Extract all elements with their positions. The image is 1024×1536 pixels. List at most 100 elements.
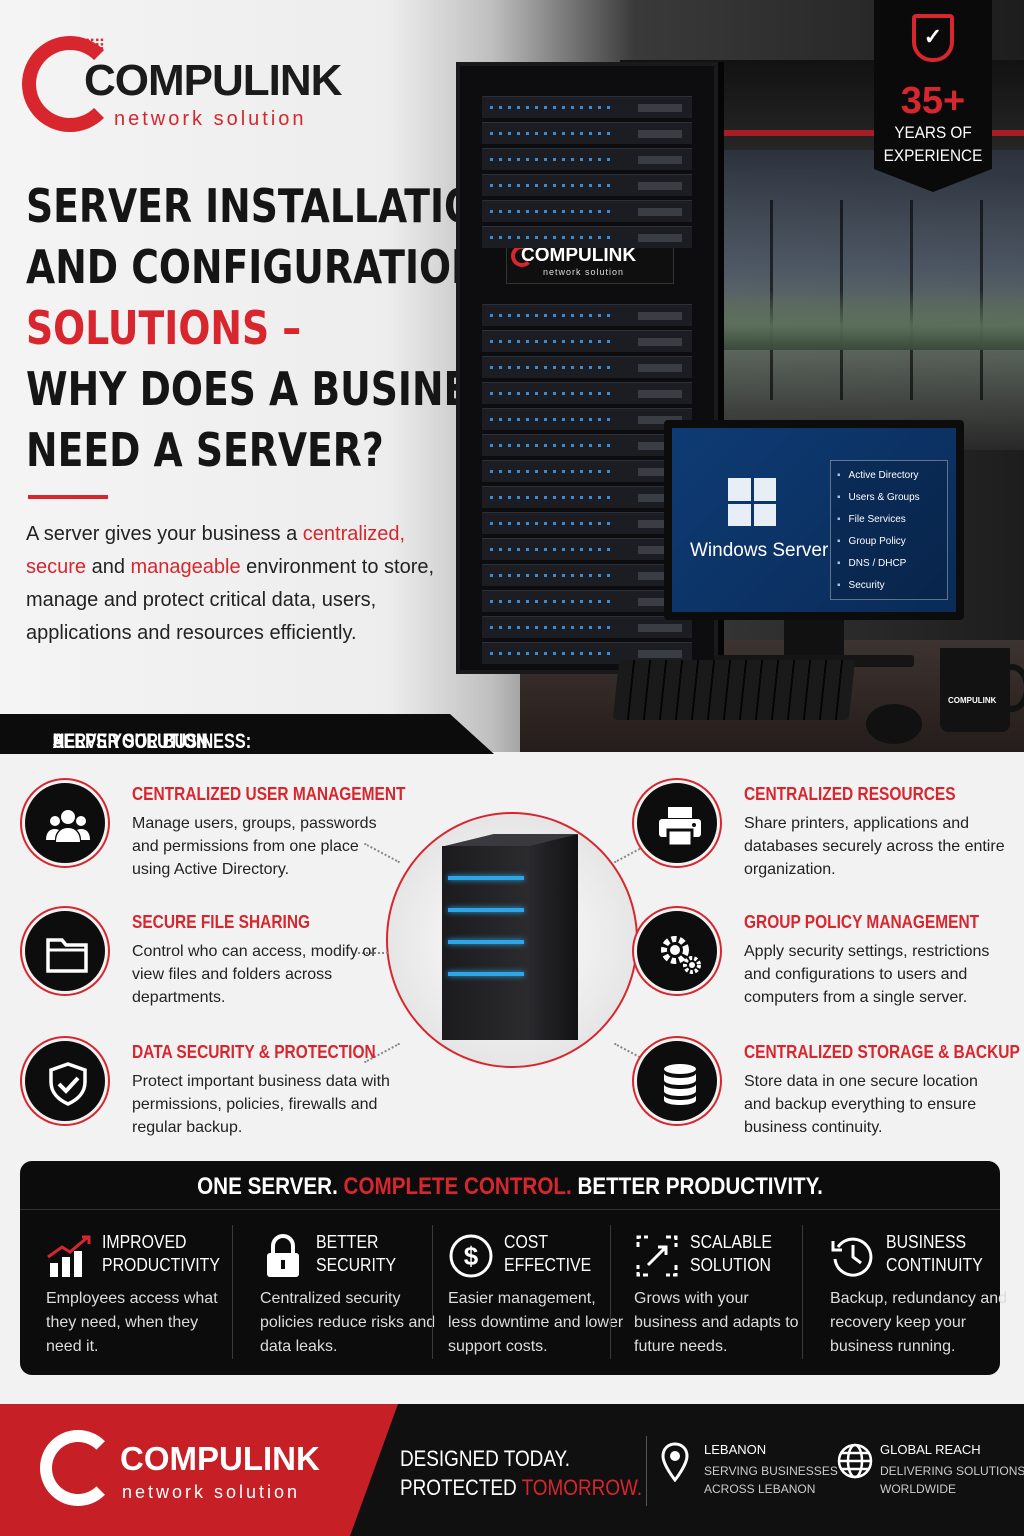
location-sub-1: DELIVERING SOLUTIONS — [880, 1464, 1024, 1478]
rack-unit — [482, 564, 692, 586]
page-title: SERVER INSTALLATION AND CONFIGURATION SO… — [26, 176, 522, 481]
server-manager-menu: Active Directory Users & Groups File Ser… — [830, 460, 948, 600]
hero-section: ⠿⠿ COMPULINK network solution SERVER INS… — [0, 0, 1024, 752]
rack-unit — [482, 330, 692, 352]
server-rack-image: COMPULINK network solution — [456, 62, 718, 674]
rack-unit — [482, 304, 692, 326]
rack-unit — [482, 642, 692, 664]
benefit-title: SCALABLE SOLUTION — [690, 1231, 772, 1277]
monitor-stand — [784, 620, 844, 660]
banner-pre: A — [52, 730, 65, 753]
intro-highlight-secure: secure — [26, 556, 87, 578]
brand-name: COMPULINK — [84, 56, 342, 105]
title-divider — [28, 495, 108, 499]
feature-text: Apply security settings, restrictions an… — [744, 943, 990, 1006]
brand-tagline: network solution — [114, 108, 307, 130]
mug-image: COMPULINK — [940, 648, 1024, 732]
location-lebanon: LEBANON SERVING BUSINESSES ACROSS LEBANO… — [660, 1440, 838, 1510]
feature-text: Protect important business data with per… — [132, 1073, 390, 1136]
padlock-icon — [267, 1234, 299, 1277]
feature-text: Share printers, applications and databas… — [744, 815, 1005, 878]
title-line-4: WHY DOES A BUSINESS — [26, 362, 522, 416]
menu-item: DNS / DHCP — [837, 553, 941, 575]
users-icon — [22, 780, 108, 866]
title-line-1: SERVER INSTALLATION — [26, 179, 508, 233]
tower-led — [448, 940, 524, 944]
tower-led — [448, 908, 524, 912]
database-icon — [634, 1038, 720, 1124]
tower-led — [448, 876, 524, 880]
benefits-rule — [20, 1209, 1000, 1210]
shield-check-icon — [22, 1038, 108, 1124]
benefit-productivity: IMPROVED PRODUCTIVITY Employees access wh… — [40, 1221, 230, 1361]
footer-logo-c-mark — [40, 1430, 116, 1506]
footer-logo: COMPULINK network solution — [40, 1430, 340, 1510]
benefit-title-l1: SCALABLE — [690, 1232, 772, 1252]
benefit-title-l2: SOLUTION — [690, 1255, 771, 1275]
menu-item: Active Directory — [837, 465, 941, 487]
rack-unit — [482, 356, 692, 378]
menu-item: Group Policy — [837, 531, 941, 553]
rack-unit — [482, 200, 692, 222]
menu-item: Users & Groups — [837, 487, 941, 509]
footer-brand-tagline: network solution — [122, 1482, 301, 1502]
benefit-text: Centralized security policies reduce ris… — [260, 1290, 436, 1355]
feature-group-policy: GROUP POLICY MANAGEMENT Apply security s… — [634, 908, 1014, 1028]
years-label-1: YEARS OF — [894, 123, 972, 142]
connector-line — [358, 952, 388, 954]
benefit-separator — [432, 1225, 433, 1359]
benefit-scalable: SCALABLE SOLUTION Grows with your busines… — [628, 1221, 818, 1361]
feature-storage-backup: CENTRALIZED STORAGE & BACKUP Store data … — [634, 1038, 1020, 1158]
title-line-5: NEED A SERVER? — [26, 423, 384, 477]
history-icon — [831, 1237, 873, 1277]
feature-title: GROUP POLICY MANAGEMENT — [744, 912, 980, 932]
benefit-title-l2: PRODUCTIVITY — [102, 1255, 220, 1275]
rack-unit — [482, 382, 692, 404]
footer: COMPULINK network solution DESIGNED TODA… — [0, 1404, 1024, 1536]
location-sub-2: ACROSS LEBANON — [704, 1482, 816, 1496]
benefit-separator — [802, 1225, 803, 1359]
gears-icon — [634, 908, 720, 994]
benefit-title-l2: EFFECTIVE — [504, 1255, 592, 1275]
title-line-2: AND CONFIGURATION — [26, 240, 483, 294]
location-title: LEBANON — [704, 1442, 767, 1457]
experience-badge-bg — [874, 0, 992, 192]
menu-item: File Services — [837, 509, 941, 531]
feature-title: CENTRALIZED RESOURCES — [744, 784, 956, 804]
feature-file-sharing: SECURE FILE SHARING Control who can acce… — [22, 908, 402, 1028]
years-number: 35+ — [900, 80, 966, 122]
feature-data-security: DATA SECURITY & PROTECTION Protect impor… — [22, 1038, 402, 1158]
windows-logo-icon — [728, 478, 776, 526]
benefit-separator — [232, 1225, 233, 1359]
feature-resources: CENTRALIZED RESOURCES Share printers, ap… — [634, 780, 1014, 900]
rack-unit — [482, 96, 692, 118]
benefit-title-l1: IMPROVED — [102, 1232, 187, 1252]
tower-server-image — [442, 834, 578, 1040]
menu-item: Security — [837, 575, 941, 597]
benefit-text: Grows with your business and adapts to f… — [634, 1290, 799, 1355]
rack-unit — [482, 512, 692, 534]
svg-text:$: $ — [464, 1241, 479, 1271]
years-label-2: EXPERIENCE — [883, 146, 983, 165]
footer-separator — [646, 1436, 647, 1506]
benefits-title-pre: ONE SERVER. — [197, 1173, 344, 1200]
feature-title: CENTRALIZED STORAGE & BACKUP — [744, 1042, 1020, 1062]
logo-dots: ⠿⠿ — [84, 38, 105, 55]
growth-chart-icon — [47, 1235, 91, 1277]
brand-logo: ⠿⠿ COMPULINK network solution — [22, 36, 352, 136]
benefits-title-post: BETTER PRODUCTIVITY. — [571, 1173, 823, 1200]
benefit-title-l1: BETTER — [316, 1232, 379, 1252]
rack-unit — [482, 486, 692, 508]
monitor-image: Windows Server Active Directory Users & … — [664, 420, 964, 667]
location-global: GLOBAL REACH DELIVERING SOLUTIONS WORLDW… — [836, 1440, 1024, 1510]
benefit-text: Employees access what they need, when th… — [46, 1290, 218, 1355]
keyboard-image — [612, 660, 856, 720]
benefit-separator — [610, 1225, 611, 1359]
benefit-text: Easier management, less downtime and low… — [448, 1290, 624, 1355]
feature-title: CENTRALIZED USER MANAGEMENT — [132, 784, 406, 804]
location-sub-1: SERVING BUSINESSES — [704, 1464, 838, 1478]
rack-unit — [482, 226, 692, 248]
